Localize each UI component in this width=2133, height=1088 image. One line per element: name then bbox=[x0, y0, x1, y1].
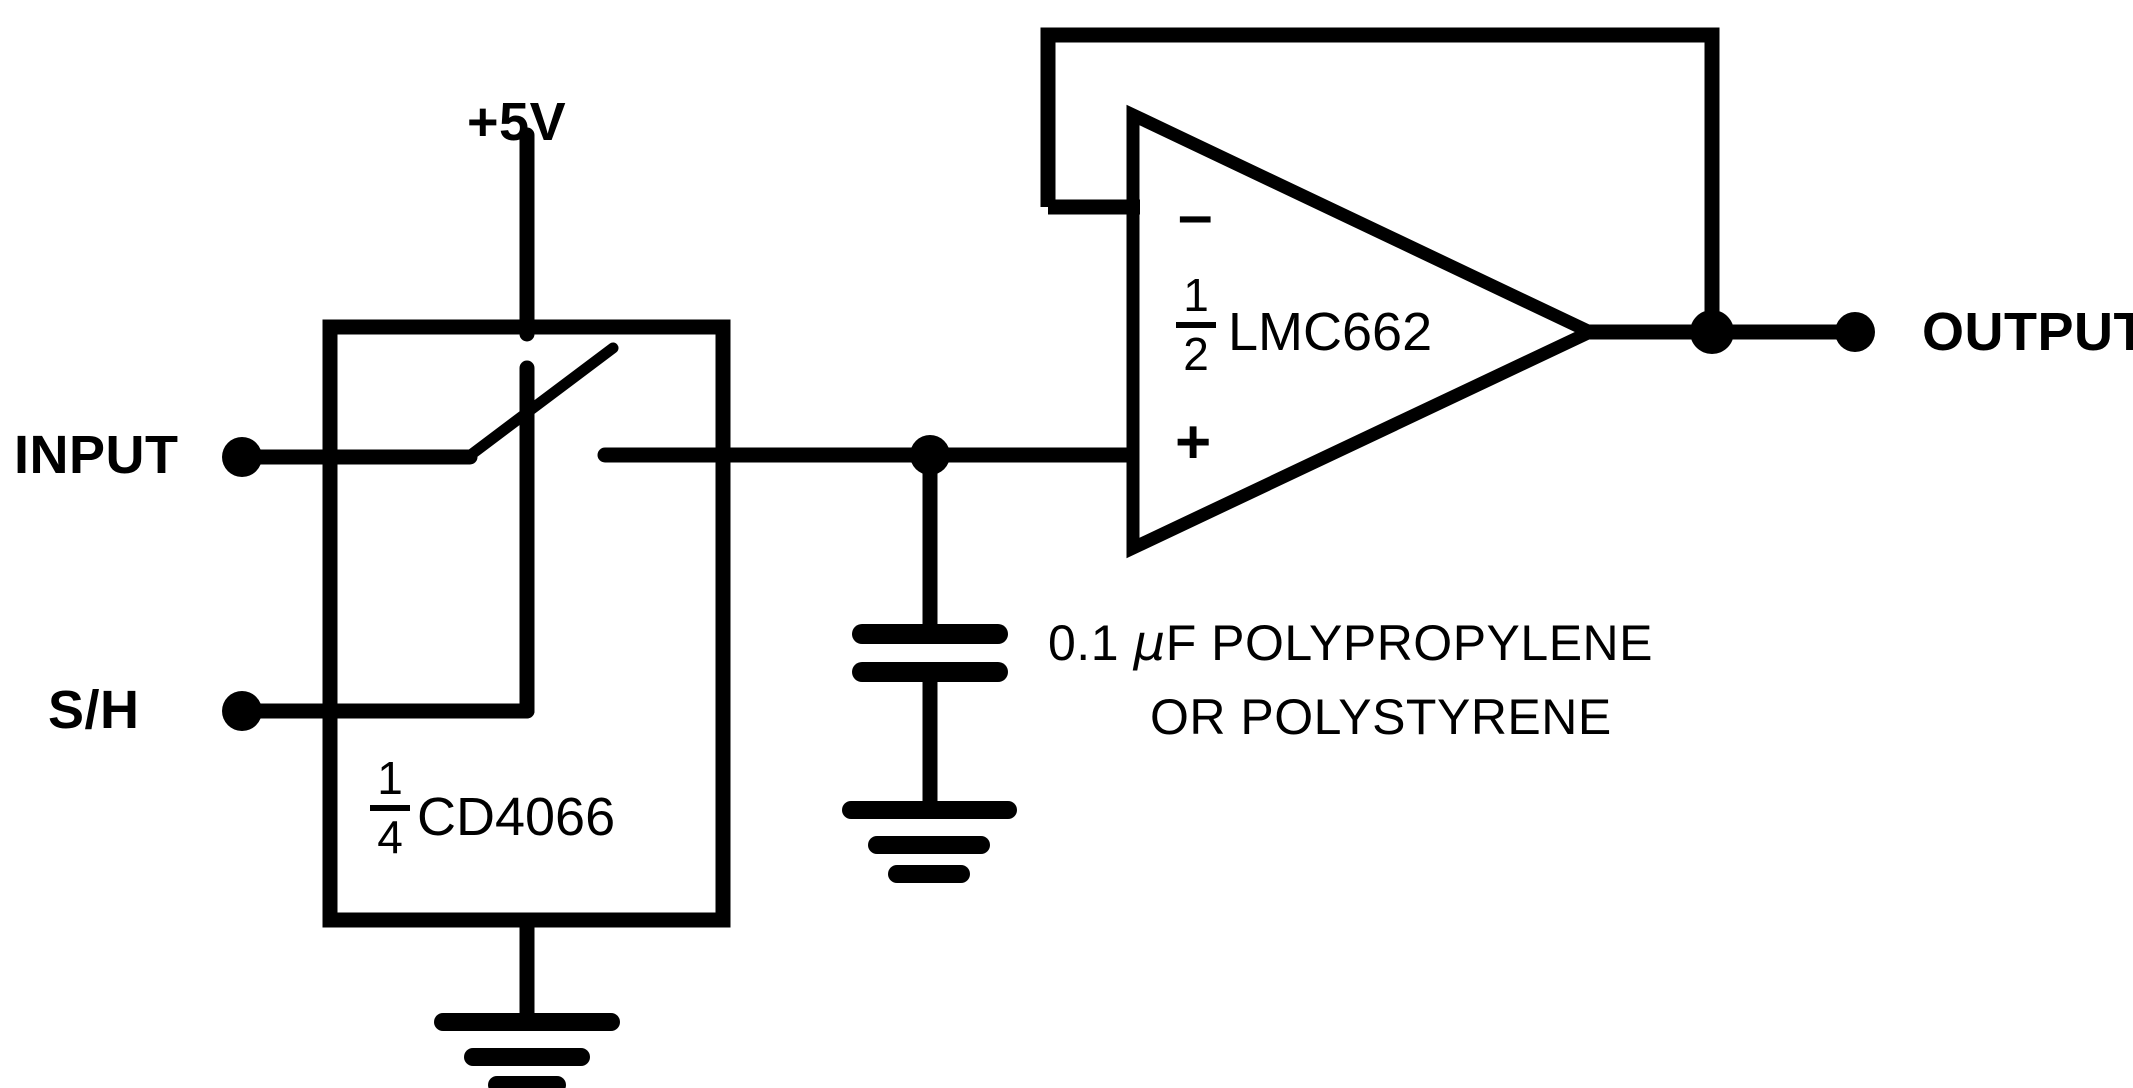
cd4066-fraction-bar bbox=[370, 804, 410, 811]
cd4066-fraction: 1 4 bbox=[364, 755, 416, 861]
lmc662-fraction-bar bbox=[1176, 321, 1216, 328]
output-junction-dot bbox=[1690, 310, 1734, 354]
lmc662-fraction-numerator: 1 bbox=[1183, 269, 1209, 321]
capacitor-note-line-1: 0.1 μF POLYPROPYLENE bbox=[1048, 618, 1653, 668]
input-terminal-dot[interactable] bbox=[222, 437, 262, 477]
supply-label: +5V bbox=[467, 92, 567, 152]
opamp-triangle-body bbox=[1126, 104, 1606, 559]
switch-lever[interactable] bbox=[462, 342, 619, 463]
lmc662-fraction-denominator: 2 bbox=[1183, 327, 1209, 380]
output-label: OUTPUT bbox=[1922, 302, 2133, 362]
cd4066-part-label: CD4066 bbox=[417, 787, 616, 847]
output-terminal-dot[interactable] bbox=[1835, 312, 1875, 352]
lmc662-fraction: 1 2 bbox=[1170, 272, 1222, 378]
capacitor-value-suffix: F POLYPROPYLENE bbox=[1165, 615, 1654, 671]
sample-hold-terminal-dot[interactable] bbox=[222, 691, 262, 731]
feedback-wire bbox=[1040, 27, 1720, 332]
opamp-inverting-sign: – bbox=[1178, 181, 1213, 250]
input-label: INPUT bbox=[14, 425, 179, 485]
cd4066-fraction-denominator: 4 bbox=[377, 810, 403, 863]
lmc662-part-label: LMC662 bbox=[1228, 302, 1433, 362]
micro-symbol-icon: μ bbox=[1133, 614, 1166, 672]
opamp-noninverting-sign: + bbox=[1175, 408, 1212, 477]
capacitor-value-prefix: 0.1 bbox=[1048, 615, 1134, 671]
capacitor-note-line-2: OR POLYSTYRENE bbox=[1150, 689, 1612, 745]
cd4066-fraction-numerator: 1 bbox=[377, 752, 403, 804]
sample-hold-label: S/H bbox=[48, 680, 140, 740]
